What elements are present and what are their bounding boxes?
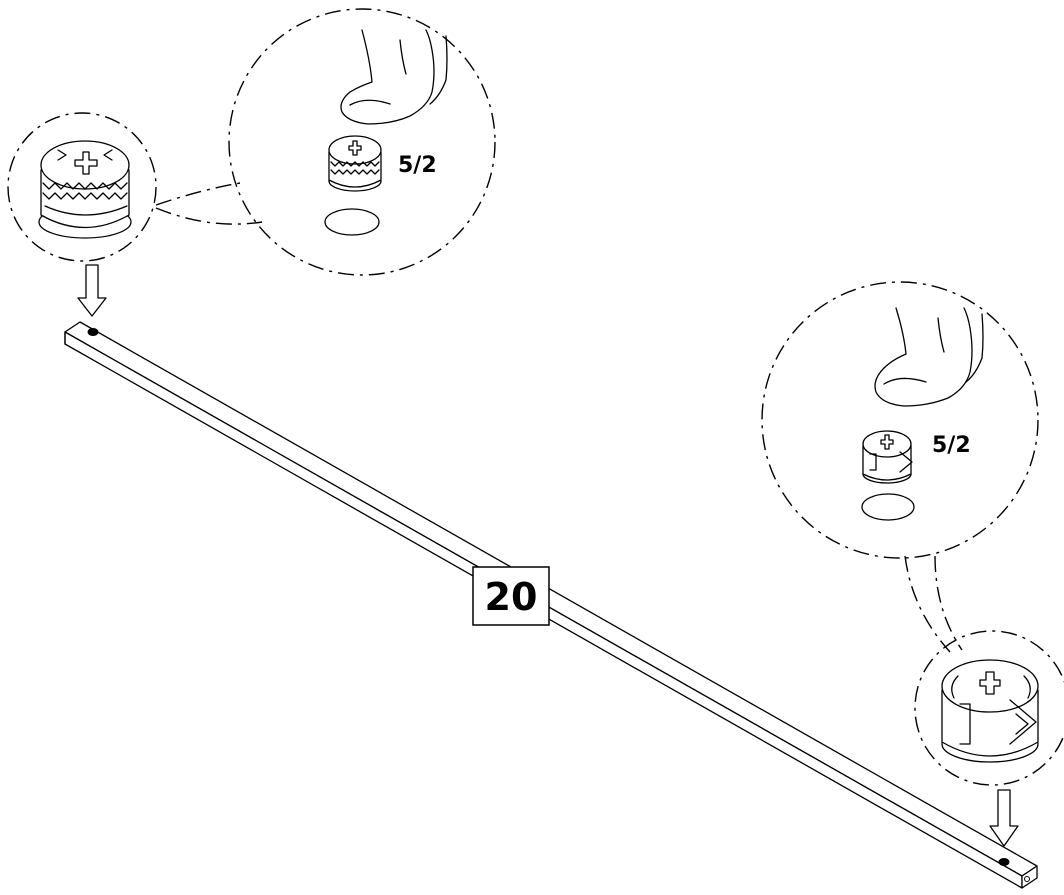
down-arrow-icon [77,264,107,317]
dowel-hole-icon [324,208,380,236]
cam-lock-icon [38,140,132,239]
rail-panel [64,321,1038,889]
part-number: 20 [485,575,538,619]
cam-lock-icon [862,430,913,484]
cam-lock-icon [941,659,1039,763]
left-quantity-label: 5/2 [398,153,437,178]
left-callout-circle: 5/2 [228,8,496,276]
down-arrow-icon [989,789,1019,847]
right-callout-circle: 5/2 [761,281,1039,559]
dowel-hole-icon [861,493,915,521]
thumb-press-icon [340,29,448,125]
right-quantity-label: 5/2 [932,433,971,458]
part-label-box [472,566,550,626]
rail-hole-right [998,858,1010,866]
left-detail-circle [7,112,157,262]
rail-hole-left [87,328,99,336]
right-detail-circle [914,630,1064,786]
thumb-press-icon [874,307,984,407]
part-label: 20 [472,566,550,626]
cam-lock-icon [328,135,382,192]
rail-end-hole [1024,876,1030,882]
